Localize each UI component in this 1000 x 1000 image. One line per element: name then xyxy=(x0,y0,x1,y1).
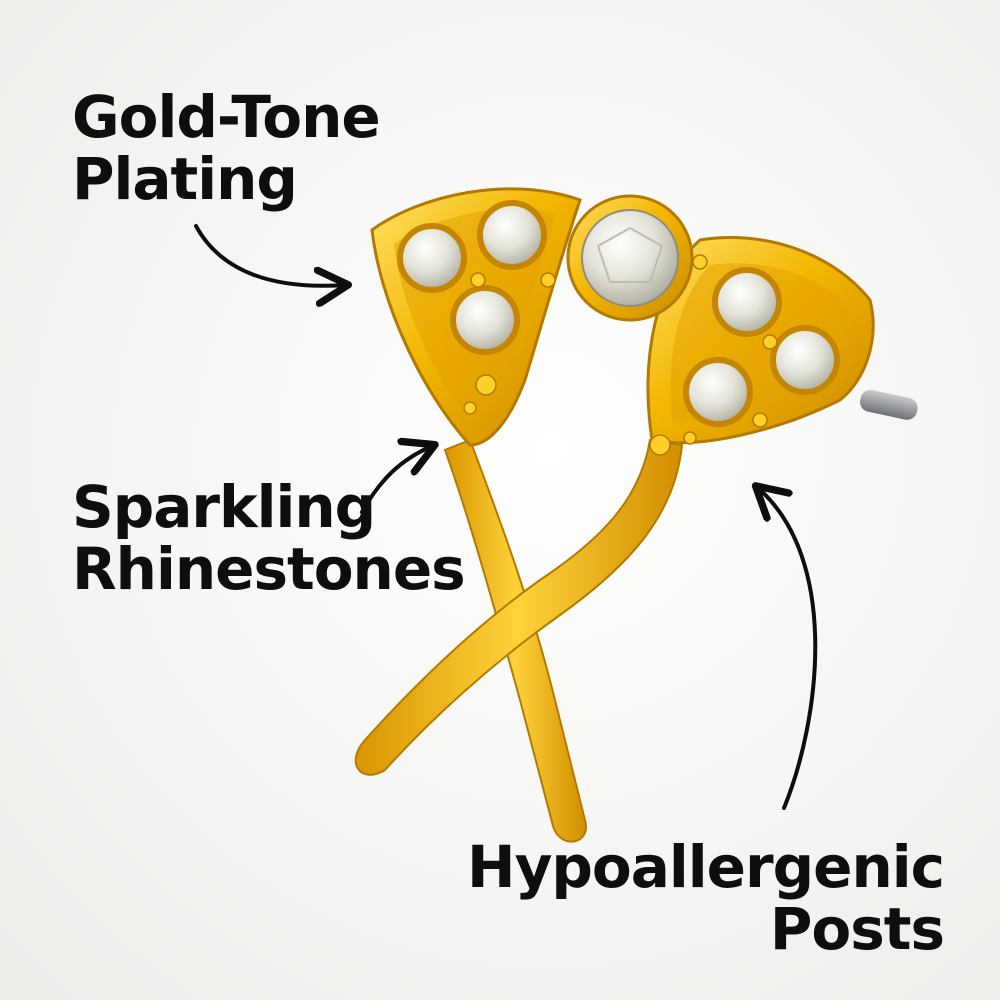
callout-posts-line2: Posts xyxy=(769,895,945,963)
gold-beads xyxy=(463,254,778,456)
rhinestone xyxy=(770,325,840,395)
callout-rhinestones-line2: Rhinestones xyxy=(72,535,466,603)
callout-plating-line2: Plating xyxy=(72,145,298,213)
arrow-posts xyxy=(758,488,818,810)
callout-plating-line1: Gold-Tone xyxy=(72,83,381,151)
callout-posts-line1: Hypoallergenic xyxy=(467,833,945,901)
stem-right xyxy=(354,438,684,776)
rhinestone xyxy=(450,285,520,355)
earring-post xyxy=(860,389,918,420)
rhinestone xyxy=(712,267,782,337)
center-rhinestone xyxy=(581,209,679,307)
rhinestone xyxy=(683,357,753,427)
rhinestone xyxy=(477,200,547,270)
callout-sparkling-rhinestones: Sparkling Rhinestones xyxy=(72,473,466,603)
arrow-plating xyxy=(194,224,345,286)
callout-rhinestones-line1: Sparkling xyxy=(72,473,376,541)
callout-gold-tone-plating: Gold-Tone Plating xyxy=(72,83,381,213)
callout-hypoallergenic-posts: Hypoallergenic Posts xyxy=(467,833,945,963)
rhinestone xyxy=(397,223,467,293)
arrow-rhinestones xyxy=(360,446,432,514)
